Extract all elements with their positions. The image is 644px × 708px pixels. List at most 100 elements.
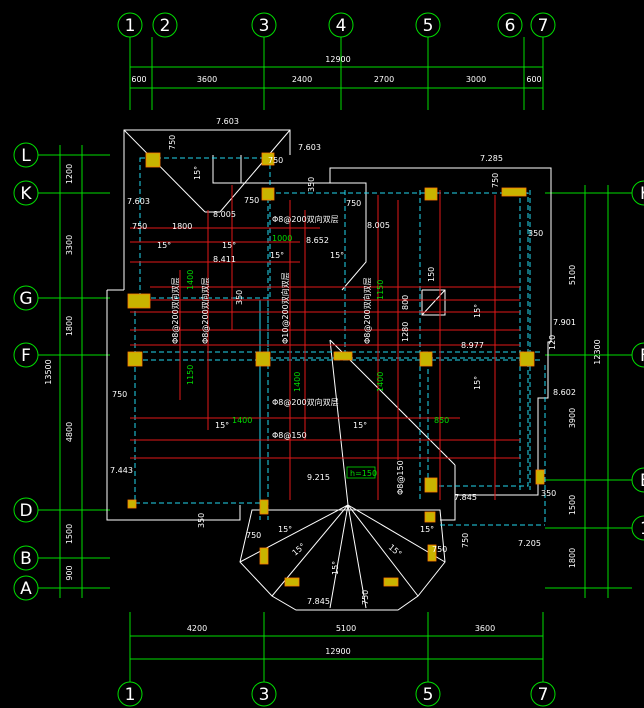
rebar-lines: [130, 185, 520, 500]
elevation-mark: 7.285: [480, 154, 503, 163]
rebar-note: Φ8@150: [396, 460, 405, 495]
dim-small: 1400: [186, 270, 195, 290]
elevation-mark: 7.603: [127, 197, 150, 206]
rebar-note: Φ8@200双向双层: [200, 277, 210, 344]
rebar-note: Φ8@200双向双层: [170, 277, 180, 344]
elevation-mark: 8.652: [306, 236, 329, 245]
axis-leaders-left: [38, 145, 110, 598]
axis-label-top: 6: [505, 16, 516, 36]
dim-small: 750: [168, 135, 177, 150]
dim-right: 1800: [568, 548, 577, 568]
axis-leaders-right: [545, 185, 632, 598]
slope-mark: 15°: [270, 251, 284, 260]
rebar-note: Φ8@150: [272, 431, 307, 440]
axis-label-top: 3: [259, 16, 270, 36]
rebar-note: Φ8@200双向双层: [272, 397, 339, 407]
rebar-note: Φ8@200双向双层: [362, 277, 372, 344]
slab-tag-box: [346, 466, 376, 479]
dim-top: 2700: [374, 75, 394, 84]
elevation-labels: 7.603 7.603 7.285 7.603 8.005 8.652 8.00…: [110, 117, 576, 606]
dim-top: 600: [131, 75, 146, 84]
dim-small: 750: [132, 222, 147, 231]
elevation-mark: 9.215: [307, 473, 330, 482]
dim-bottom: 5100: [336, 624, 356, 633]
axis-label-top: 1: [125, 16, 136, 36]
axis-label-left: B: [20, 549, 32, 569]
elevation-mark: 7.845: [454, 493, 477, 502]
dim-small: 750: [361, 590, 370, 605]
axis-leaders-bottom: [129, 612, 544, 682]
dim-small: 150: [427, 267, 436, 282]
dim-left-total: 13500: [44, 359, 53, 384]
dim-small: 750: [268, 156, 283, 165]
axis-label-bottom: 7: [538, 685, 549, 705]
rebar-note: Φ8@200双向双层: [272, 214, 339, 224]
dim-small: 350: [541, 489, 556, 498]
dim-small: 750: [246, 531, 261, 540]
dim-small: 350: [307, 177, 316, 192]
elevation-mark: 7.205: [518, 539, 541, 548]
slope-mark: 15°: [278, 525, 292, 534]
dim-small: 800: [401, 295, 410, 310]
slope-mark: 15°: [291, 542, 308, 558]
axis-label-left: D: [19, 501, 32, 521]
slope-mark: 15°: [387, 543, 404, 559]
dim-small: 750: [491, 173, 500, 188]
axis-label-right: 1: [640, 519, 644, 539]
slope-mark: 15°: [330, 251, 344, 260]
slope-mark: 15°: [157, 241, 171, 250]
small-dim-labels: 750 750 750 750 750 750 750 750 750 750 …: [112, 135, 557, 605]
axis-label-right: K: [640, 184, 644, 204]
dim-bottom: 3600: [475, 624, 495, 633]
dim-left: 3300: [65, 235, 74, 255]
axis-bubbles-right: K F E 1: [631, 180, 644, 541]
dim-small: 1400: [293, 372, 302, 392]
dim-top: 3600: [197, 75, 217, 84]
dim-top: 600: [526, 75, 541, 84]
dim-left: 1500: [65, 524, 74, 544]
roof-outline: [106, 129, 552, 611]
dim-left: 900: [65, 565, 74, 580]
axis-label-left: G: [19, 289, 32, 309]
axis-leaders-top: [129, 37, 544, 110]
dim-small: 750: [244, 196, 259, 205]
dim-small: 1280: [401, 322, 410, 342]
dim-small: 750: [112, 390, 127, 399]
elevation-mark: 8.602: [553, 388, 576, 397]
axis-label-bottom: 5: [423, 685, 434, 705]
axis-label-bottom: 3: [259, 685, 270, 705]
bottom-dimensions: 4200 5100 3600 12900: [187, 624, 495, 656]
elevation-mark: 8.977: [461, 341, 484, 350]
rebar-note: Φ10@200双向双层: [280, 272, 290, 344]
dim-small: 1000: [272, 234, 292, 243]
slope-mark: 15°: [222, 241, 236, 250]
axis-label-top: 7: [538, 16, 549, 36]
dim-small: 1400: [232, 416, 252, 425]
axis-label-left: K: [20, 184, 32, 204]
elevation-mark: 7.901: [553, 318, 576, 327]
dim-small: 350: [528, 229, 543, 238]
axis-label-left: F: [21, 346, 31, 366]
dim-right: 3900: [568, 408, 577, 428]
dim-top-total: 12900: [325, 55, 350, 64]
axis-label-top: 5: [423, 16, 434, 36]
dim-small: 1800: [172, 222, 192, 231]
axis-label-right: F: [640, 346, 644, 366]
dim-right: 5100: [568, 265, 577, 285]
top-dimensions: 12900 600 3600 2400 2700 3000 600: [130, 55, 543, 89]
dim-small: 750: [346, 199, 361, 208]
axis-bubbles-top: 1 2 3 4 5 6 7: [117, 12, 556, 38]
axis-label-top: 2: [160, 16, 171, 36]
right-dimensions: 5100 3900 1500 1800 12300: [568, 265, 602, 568]
slope-mark: 15°: [473, 376, 482, 390]
dim-small: 850: [434, 416, 449, 425]
dim-left: 4800: [65, 422, 74, 442]
elevation-mark: 7.603: [298, 143, 321, 152]
dim-left: 1800: [65, 316, 74, 336]
slope-mark: 15°: [353, 421, 367, 430]
axis-bubbles-left: L K G F D B A: [13, 142, 39, 601]
slope-mark: 15°: [193, 166, 202, 180]
elevation-mark: 7.443: [110, 466, 133, 475]
dim-right: 1500: [568, 495, 577, 515]
